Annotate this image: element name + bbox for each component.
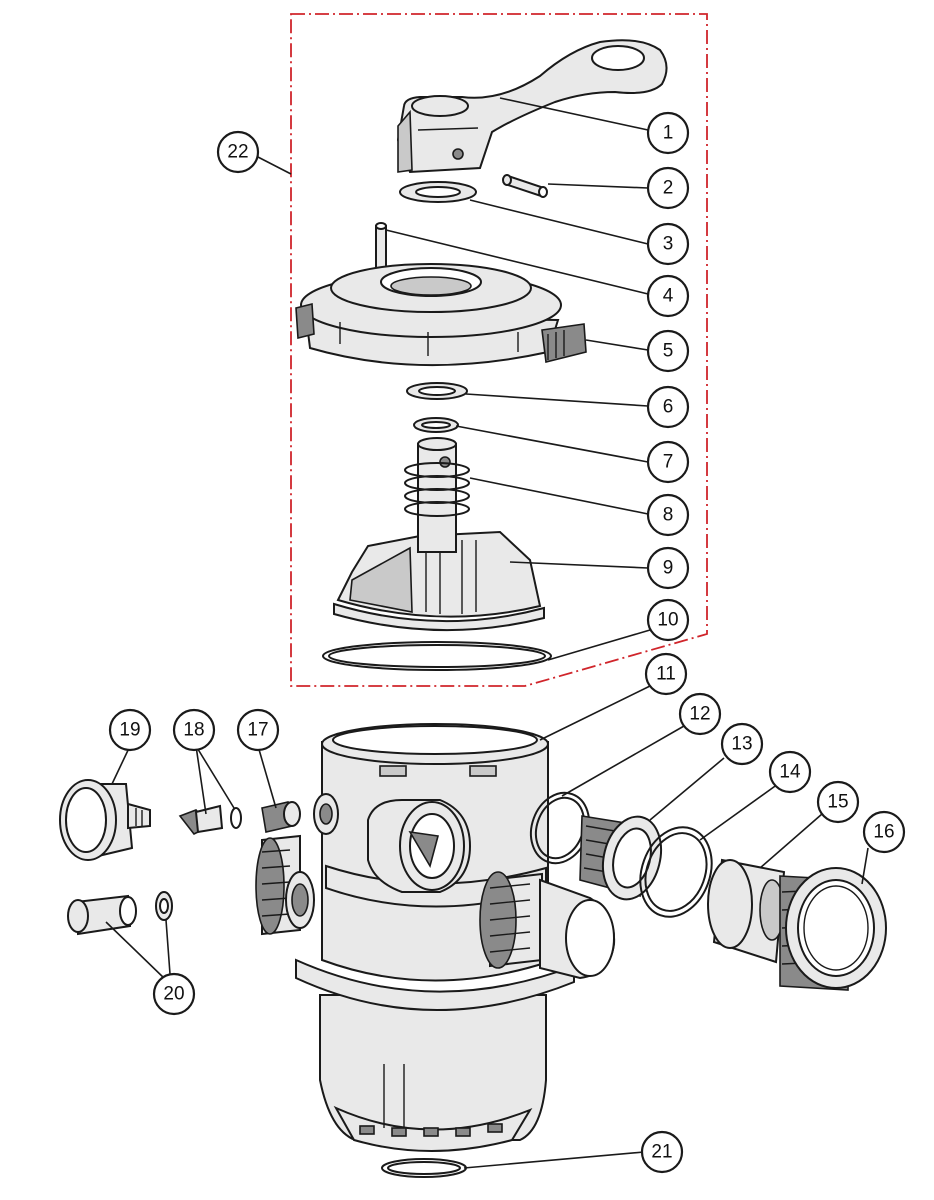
callout-21: 21 — [640, 1130, 684, 1174]
svg-text:11: 11 — [656, 664, 676, 685]
callout-10: 10 — [646, 598, 690, 642]
svg-text:15: 15 — [827, 792, 848, 813]
svg-text:14: 14 — [779, 762, 801, 783]
svg-text:20: 20 — [163, 984, 184, 1005]
part-fitting — [261, 801, 301, 833]
callout-9: 9 — [646, 546, 690, 590]
callout-18: 18 — [172, 708, 216, 752]
svg-text:6: 6 — [663, 397, 674, 418]
callout-11: 11 — [644, 652, 688, 696]
part-tailpiece — [707, 858, 786, 964]
callout-19: 19 — [108, 708, 152, 752]
part-gasket-inner — [328, 644, 546, 668]
svg-text:17: 17 — [247, 720, 268, 741]
part-washer — [399, 181, 477, 203]
callout-5: 5 — [646, 329, 690, 373]
svg-text:1: 1 — [663, 123, 674, 144]
svg-text:18: 18 — [183, 720, 204, 741]
part-valve-body — [255, 723, 616, 1152]
svg-text:3: 3 — [663, 234, 674, 255]
part-rotor — [333, 437, 545, 632]
part-union-gasket-inner — [644, 832, 708, 912]
callout-17: 17 — [236, 708, 280, 752]
part-pin — [502, 174, 548, 198]
svg-text:9: 9 — [663, 558, 674, 579]
part-bottom-o-ring-inner — [387, 1161, 461, 1175]
callout-12: 12 — [678, 692, 722, 736]
svg-text:21: 21 — [651, 1142, 672, 1163]
leader-lines — [105, 97, 869, 1169]
part-drain-plug — [178, 804, 242, 836]
svg-text:7: 7 — [663, 452, 674, 473]
svg-text:2: 2 — [663, 178, 674, 199]
part-spring — [404, 462, 470, 517]
part-union-nut — [779, 867, 887, 991]
svg-text:13: 13 — [731, 734, 752, 755]
part-indicator-pin — [375, 222, 387, 271]
part-gasket — [322, 641, 552, 671]
assembly-boundary — [290, 13, 708, 687]
callout-22: 22 — [216, 130, 260, 174]
callout-3: 3 — [646, 222, 690, 266]
callout-16: 16 — [862, 810, 906, 854]
part-union-gasket — [639, 826, 713, 918]
callouts: 1 2 3 4 5 6 7 8 9 10 11 12 13 14 15 16 1… — [108, 111, 906, 1174]
callout-20: 20 — [152, 972, 196, 1016]
part-spacer — [67, 891, 173, 936]
callout-14: 14 — [768, 750, 812, 794]
callout-13: 13 — [720, 722, 764, 766]
part-cover — [295, 263, 587, 367]
part-gauge — [59, 779, 151, 861]
callout-4: 4 — [646, 274, 690, 318]
callout-8: 8 — [646, 493, 690, 537]
callout-2: 2 — [646, 166, 690, 210]
part-ring-hole — [418, 386, 456, 396]
callout-15: 15 — [816, 780, 860, 824]
svg-text:19: 19 — [119, 720, 140, 741]
part-o-ring-hole — [421, 421, 451, 429]
svg-text:12: 12 — [689, 704, 710, 725]
svg-text:16: 16 — [873, 822, 894, 843]
callout-6: 6 — [646, 385, 690, 429]
callout-1: 1 — [646, 111, 690, 155]
svg-text:22: 22 — [227, 142, 248, 163]
svg-text:10: 10 — [657, 610, 678, 631]
svg-text:4: 4 — [663, 286, 674, 307]
svg-text:5: 5 — [663, 341, 674, 362]
callout-7: 7 — [646, 440, 690, 484]
part-handle — [396, 39, 668, 174]
svg-text:8: 8 — [663, 505, 674, 526]
part-threaded-union — [579, 815, 663, 901]
